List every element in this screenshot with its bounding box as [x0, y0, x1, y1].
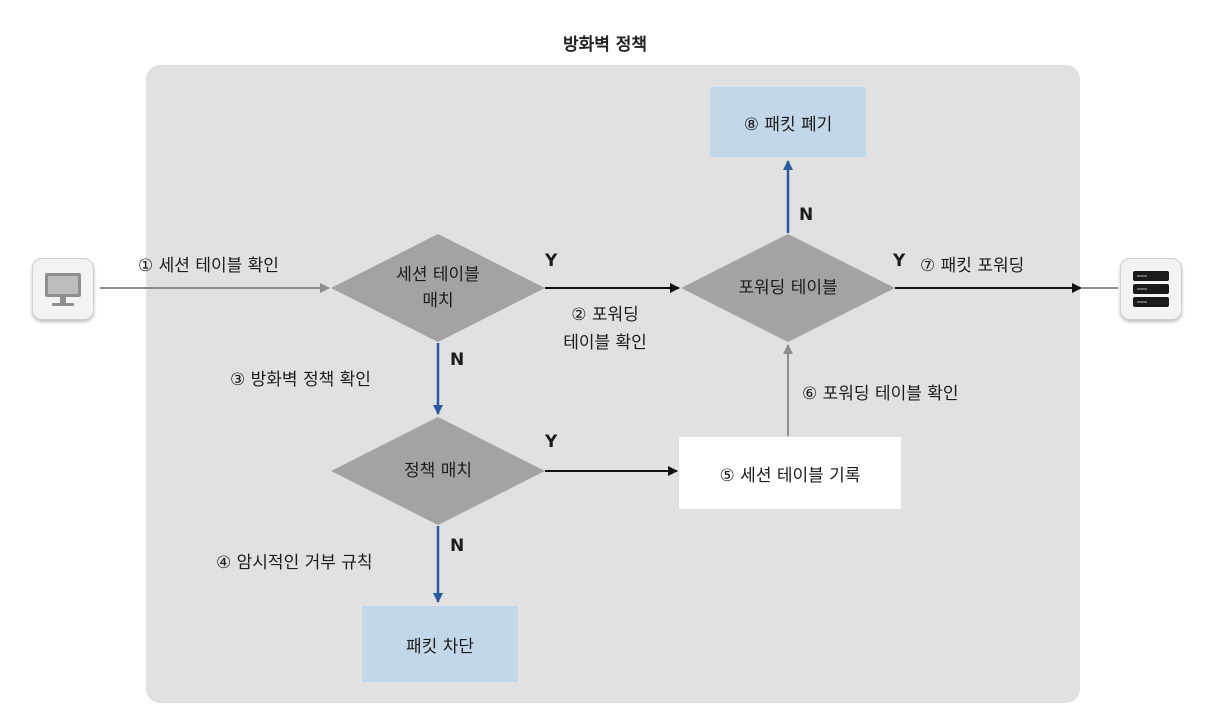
step3-label: ③ 방화벽 정책 확인 — [230, 370, 371, 390]
step4-label: ④ 암시적인 거부 규칙 — [216, 553, 373, 573]
packet-block-box: 패킷 차단 — [362, 606, 518, 682]
forward-yes-marker: Y — [893, 251, 906, 271]
forwarding-table-diamond — [681, 234, 895, 342]
diagram-panel — [146, 65, 1080, 703]
step7-label: ⑦ 패킷 포워딩 — [920, 256, 1025, 276]
session-match-line1: 세션 테이블 — [396, 265, 480, 285]
policy-yes-marker: Y — [545, 432, 558, 452]
forward-no-marker: N — [799, 205, 814, 225]
session-match-line2: 매치 — [422, 291, 454, 311]
policy-match-label: 정책 매치 — [404, 461, 472, 481]
step2-line2: 테이블 확인 — [563, 333, 647, 353]
session-record-box: ⑤ 세션 테이블 기록 — [679, 437, 901, 509]
step2-line1: ② 포워딩 — [571, 305, 639, 325]
computer-icon — [45, 273, 81, 306]
step1-label: ① 세션 테이블 확인 — [138, 256, 279, 276]
forwarding-table-label: 포워딩 테이블 — [738, 278, 838, 298]
session-match-diamond — [331, 234, 545, 342]
step6-label: ⑥ 포워딩 테이블 확인 — [802, 384, 959, 404]
session-yes-marker: Y — [545, 251, 558, 271]
policy-no-marker: N — [450, 536, 465, 556]
packet-drop-box: ⑧ 패킷 폐기 — [710, 87, 866, 157]
session-match-label: 세션 테이블 매치 — [358, 262, 518, 314]
server-icon — [1133, 271, 1169, 307]
source-computer — [32, 258, 94, 320]
step2-label: ② 포워딩 테이블 확인 — [532, 304, 678, 354]
destination-server — [1120, 258, 1182, 320]
policy-match-diamond — [331, 417, 545, 525]
diagram-title: 방화벽 정책 — [562, 35, 648, 55]
session-no-marker: N — [450, 350, 465, 370]
